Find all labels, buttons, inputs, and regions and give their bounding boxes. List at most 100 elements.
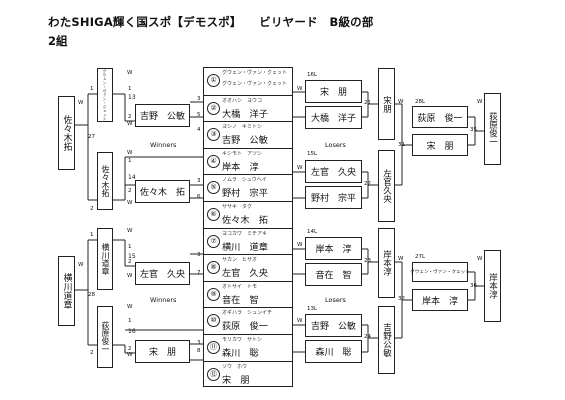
w-mark: W <box>78 100 84 106</box>
score-36: 36 <box>470 283 477 289</box>
w-mark: W <box>127 70 133 76</box>
r1-mark-2b: 2 <box>128 188 132 194</box>
player-name: 音在 智 <box>222 294 259 306</box>
match-28-label: 28 <box>88 292 95 298</box>
match-31-label: 31 <box>398 142 405 148</box>
score-23: 23 <box>364 258 371 264</box>
player-number: ② <box>207 101 220 115</box>
player-number: ① <box>207 74 220 87</box>
list-item: ⑫ ソウ ホウ 宋 朋 <box>204 360 292 389</box>
list-item: ⑦ ヨコカワ ミチアキ 横川 道章 <box>204 227 292 256</box>
winner-box-15: 左官 久央 <box>135 262 190 285</box>
player-kana: オギハラ シュンイチ <box>222 310 273 317</box>
player-number: ⑤ <box>207 181 220 195</box>
player-kana: ヨコカワ ミチアキ <box>222 230 268 237</box>
winners-label-2: Winners <box>150 296 177 304</box>
match-16l-label: 16L <box>307 72 318 78</box>
player-kana: ノムラ シュウヘイ <box>222 177 267 184</box>
slot-mark-4: 4 <box>197 127 201 133</box>
w-mark: W <box>297 318 303 324</box>
list-item: ⑤ ノムラ シュウヘイ 野村 宗平 <box>204 174 292 202</box>
slot-mark-3d: 3 <box>197 340 201 346</box>
seed-mark-2a: 2 <box>90 206 94 212</box>
player-name: 左官 久央 <box>222 268 268 280</box>
finalist-kishimoto: 岸本淳 <box>484 250 501 322</box>
player-kana: キシモト アツシ <box>222 150 263 157</box>
w-mark: W <box>127 121 133 127</box>
player-name: 岸本 淳 <box>222 161 259 173</box>
player-kana: ヨシノ キミトシ <box>222 124 263 131</box>
seed-mark-1a: 1 <box>90 86 94 92</box>
col2-box-1: グウェン・ヴァン・クェット <box>97 68 113 122</box>
w-mark: W <box>398 256 404 262</box>
list-item: ⑪ モリカワ サトシ 森川 聡 <box>204 334 292 362</box>
player-name: 佐々木 拓 <box>222 215 268 226</box>
slot-mark-3c: 3 <box>197 252 201 258</box>
w-mark: W <box>297 165 303 171</box>
w-mark: W <box>477 99 483 105</box>
list-item: ① グウェン・ヴァン・クェット グウェン・ヴァン・クェット <box>204 68 292 95</box>
r1-mark-2d: 2 <box>128 346 132 352</box>
match-13l-label: 13L <box>307 306 318 312</box>
player-kana: オトサイ トモ <box>222 283 258 290</box>
w-mark: W <box>127 228 133 234</box>
w-mark: W <box>127 304 133 310</box>
semi-box-27l-bottom: 岸本 淳 <box>412 289 468 311</box>
r1-mark-1d: 1 <box>128 318 132 324</box>
slot-mark-3b: 3 <box>197 178 201 184</box>
col-name-sakan: 左官久央 <box>378 150 395 222</box>
player-name: 野村 宗平 <box>222 188 268 200</box>
players-list: ① グウェン・ヴァン・クェット グウェン・ヴァン・クェット ② オオハシ ヨウコ… <box>203 67 293 387</box>
match-27l-label: 27L <box>415 254 426 260</box>
score-24: 24 <box>364 334 371 340</box>
finalist-ogihara: 荻原俊一 <box>484 93 501 165</box>
slot-mark-3a: 3 <box>197 96 201 102</box>
r1-mark-2c: 2 <box>128 259 132 265</box>
w-mark: W <box>78 262 84 268</box>
slot-mark-7: 7 <box>197 270 201 276</box>
list-item: ② オオハシ ヨウコ 大橋 洋子 <box>204 94 292 123</box>
winner-box-13: 吉野 公敏 <box>135 104 190 127</box>
w-mark: W <box>297 86 303 92</box>
match-16-label: 16 <box>128 328 136 335</box>
page-title: わたSHIGA輝く国スポ【デモスポ】 ビリヤード B級の部 <box>48 15 374 29</box>
semi-box-27l-top: グウェン・ヴァン・クェット <box>410 262 470 282</box>
player-name: グウェン・ヴァン・クェット <box>222 81 287 87</box>
player-number: ⑦ <box>207 234 220 248</box>
list-item: ⑩ オギハラ シュンイチ 荻原 俊一 <box>204 307 292 335</box>
player-kana: ソウ ホウ <box>222 363 248 370</box>
player-number: ⑧ <box>207 261 220 275</box>
player-number: ⑩ <box>207 314 220 328</box>
player-number: ⑥ <box>207 208 220 221</box>
score-35: 35 <box>470 127 477 133</box>
col2-box-2: 佐々木拓 <box>97 152 113 210</box>
w-mark: W <box>477 256 483 262</box>
w-mark: W <box>127 352 133 358</box>
player-kana: サカン ヒサオ <box>222 257 258 264</box>
r1-mark-1a: 1 <box>128 86 132 92</box>
list-item: ⑨ オトサイ トモ 音在 智 <box>204 280 292 309</box>
seed-name-2: 横川道章 <box>61 273 72 309</box>
loser-box-15l-bottom: 野村 宗平 <box>305 186 362 209</box>
r1-mark-2a: 2 <box>128 114 132 120</box>
col-name-yoshino: 吉野公敏 <box>378 306 395 374</box>
w-mark: W <box>297 242 303 248</box>
r1-mark-1c: 1 <box>128 244 132 250</box>
player-name: 吉野 公敏 <box>222 135 268 147</box>
score-21: 21 <box>364 100 371 106</box>
loser-box-13l-bottom: 森川 聡 <box>305 340 362 363</box>
player-name: 宋 朋 <box>222 374 250 386</box>
player-number: ⑨ <box>207 287 220 301</box>
slot-mark-5: 5 <box>197 112 201 118</box>
seed-box-yokokawa: 横川道章 <box>58 256 75 326</box>
seed-box-sasaki: 佐々木拓 <box>58 96 75 170</box>
w-mark: W <box>398 99 404 105</box>
player-kana: モリカワ サトシ <box>222 337 263 343</box>
list-item: ④ キシモト アツシ 岸本 淳 <box>204 147 292 176</box>
loser-box-16l-bottom: 大橋 洋子 <box>305 106 362 129</box>
slot-mark-6: 6 <box>197 194 201 200</box>
r1-mark-1b: 1 <box>128 158 132 164</box>
player-kana: オオハシ ヨウコ <box>222 97 263 104</box>
list-item: ③ ヨシノ キミトシ 吉野 公敏 <box>204 121 292 149</box>
